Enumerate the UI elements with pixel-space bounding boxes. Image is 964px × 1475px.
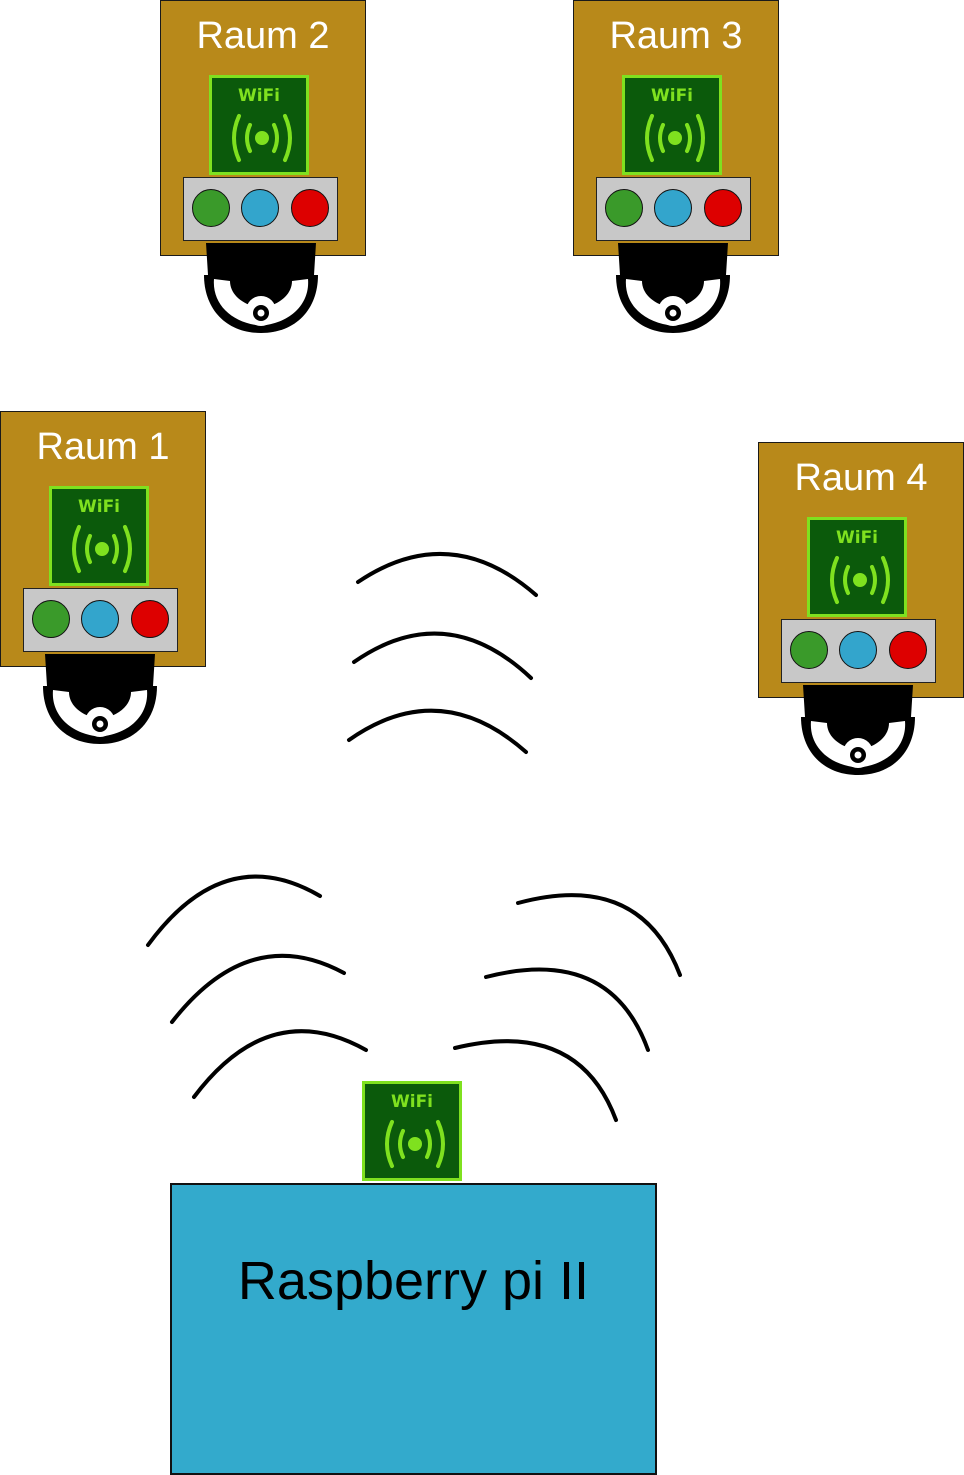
signal-wave-icon	[146, 874, 322, 947]
wifi-icon: WiFi	[622, 75, 722, 175]
security-camera-icon	[616, 243, 730, 333]
room-label: Raum 3	[609, 15, 743, 57]
signal-wave-icon	[484, 967, 650, 1052]
room-label: Raum 1	[36, 426, 170, 468]
signal-wave-icon	[347, 708, 528, 754]
red-led-icon	[704, 189, 742, 227]
green-led-icon	[32, 600, 70, 638]
status-led-panel	[183, 177, 338, 241]
status-led-panel	[596, 177, 751, 241]
blue-led-icon	[81, 600, 119, 638]
status-led-panel	[23, 588, 178, 652]
controller-label: Raspberry pi II	[237, 1251, 590, 1311]
red-led-icon	[131, 600, 169, 638]
raspberry-pi-controller: Raspberry pi II	[170, 1183, 657, 1475]
signal-wave-icon	[352, 631, 533, 680]
security-camera-icon	[204, 243, 318, 333]
blue-led-icon	[839, 631, 877, 669]
red-led-icon	[889, 631, 927, 669]
wifi-label: WiFi	[650, 86, 694, 106]
green-led-icon	[790, 631, 828, 669]
red-led-icon	[291, 189, 329, 227]
wifi-icon: WiFi	[209, 75, 309, 175]
green-led-icon	[605, 189, 643, 227]
wifi-label: WiFi	[237, 86, 281, 106]
green-led-icon	[192, 189, 230, 227]
signal-wave-icon	[192, 1029, 368, 1099]
signal-wave-icon	[170, 953, 346, 1024]
blue-led-icon	[654, 189, 692, 227]
wifi-label: WiFi	[835, 528, 879, 548]
wifi-icon: WiFi	[807, 517, 907, 617]
security-camera-icon	[43, 654, 157, 744]
blue-led-icon	[241, 189, 279, 227]
signal-wave-icon	[453, 1039, 618, 1122]
wifi-label: WiFi	[390, 1092, 434, 1112]
security-camera-icon	[801, 685, 915, 775]
status-led-panel	[781, 619, 936, 683]
room-label: Raum 4	[794, 457, 928, 499]
signal-wave-icon	[516, 893, 682, 977]
room-label: Raum 2	[196, 15, 330, 57]
wifi-label: WiFi	[77, 497, 121, 517]
signal-wave-icon	[356, 551, 538, 597]
wifi-icon: WiFi	[362, 1081, 462, 1181]
wifi-icon: WiFi	[49, 486, 149, 586]
